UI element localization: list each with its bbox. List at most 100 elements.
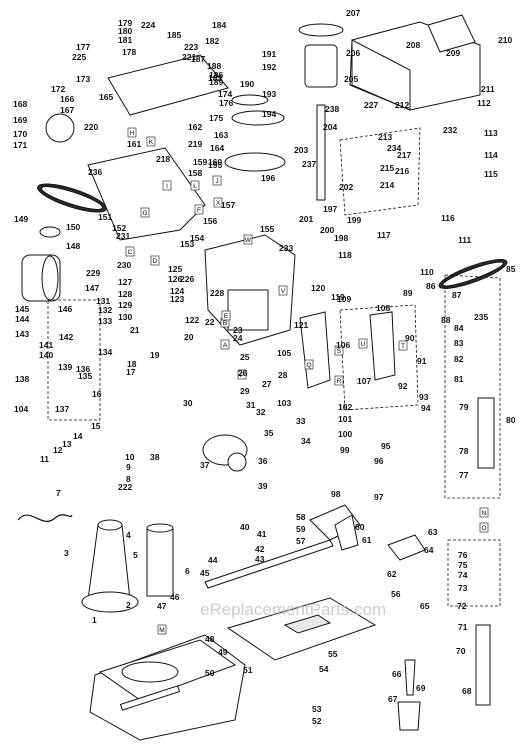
part-number-label: 105 [277,348,291,358]
part-number-label: 146 [58,304,72,314]
part-number-label: 158 [188,168,202,178]
letter-tag-box [212,175,222,186]
part-number-label: 68 [462,686,472,696]
part-number-label: 122 [185,315,199,325]
part-number-label: 1 [92,615,97,625]
part-number-label: 113 [484,128,498,138]
part-number-label: 106 [336,340,350,350]
part-number-label: 236 [88,167,102,177]
part-number-label: 27 [262,379,272,389]
part-number-label: 4 [126,530,131,540]
part-number-label: 232 [443,125,457,135]
part-number-label: 32 [256,407,266,417]
letter-tag: D [150,255,160,266]
letter-tag-text: V [281,288,286,295]
group-outline-part [339,127,421,216]
part-number-label: 103 [277,398,291,408]
part-number-label: 179 [118,18,132,28]
part-number-label: 39 [258,481,268,491]
part-number-label: 208 [406,40,420,50]
letter-tag-box [237,369,247,380]
part-number-label: 116 [441,213,455,223]
part-number-label: 30 [183,398,193,408]
part-number-label: 70 [456,646,466,656]
letter-tag-text: N [482,510,487,517]
part-number-label: 80 [506,415,516,425]
part-number-label: 143 [15,329,29,339]
part-number-label: 93 [419,392,429,402]
letter-tag-text: M [159,627,164,634]
part-number-label: 54 [319,664,329,674]
part-number-label: 5 [133,550,138,560]
part-number-label: 24 [233,333,243,343]
part-number-label: 144 [15,314,29,324]
letter-tag: N [479,507,489,518]
part-number-label: 180 [118,26,132,36]
part-number-label: 50 [205,668,215,678]
part-number-label: 7 [56,488,61,498]
spindle-spring-part [304,44,338,88]
part-number-label: 176 [219,98,233,108]
column-tube-part [146,527,174,597]
collar-ring-part [227,452,247,472]
part-number-label: 66 [392,669,402,679]
work-table-center-part [283,614,332,634]
letter-tag: I [162,180,172,191]
part-number-label: 97 [374,492,384,502]
part-number-label: 47 [157,601,167,611]
part-number-label: 129 [118,300,132,310]
part-number-label: 104 [14,404,28,414]
part-number-label: 75 [458,560,468,570]
part-number-label: 151 [98,212,112,222]
part-number-label: 137 [55,404,69,414]
group-outline-part [447,539,501,607]
part-number-label: 196 [261,173,275,183]
part-number-label: 81 [454,374,464,384]
part-number-label: 185 [167,30,181,40]
column-tube-top-part [146,523,174,533]
part-number-label: 109 [337,294,351,304]
part-number-label: 14 [73,431,83,441]
part-number-label: 108 [376,303,390,313]
part-number-label: 138 [15,374,29,384]
part-number-label: 40 [240,522,250,532]
part-number-label: 2 [126,600,131,610]
letter-tag-box [150,255,160,266]
part-number-label: 145 [15,304,29,314]
part-number-label: 65 [420,601,430,611]
part-number-label: 120 [311,283,325,293]
letter-tag: G [140,207,150,218]
part-number-label: 95 [381,441,391,451]
vent-grill-part [427,14,476,53]
letter-tag-box [157,624,167,635]
letter-tag: C [125,246,135,257]
part-number-label: 38 [150,452,160,462]
part-number-label: 169 [13,115,27,125]
part-number-label: 51 [243,665,253,675]
letter-tag-text: Q [306,362,311,369]
part-number-label: 26 [238,368,248,378]
letter-tag: R [334,375,344,386]
part-number-label: 126 [168,274,182,284]
part-number-label: 34 [301,436,311,446]
letter-tag: Q [304,359,314,370]
part-number-label: 28 [278,370,288,380]
part-number-label: 53 [312,704,322,714]
part-number-label: 6 [185,566,190,576]
part-number-label: 114 [484,150,498,160]
column-support-part [87,524,131,601]
part-number-label: 42 [255,544,265,554]
part-number-label: 139 [58,362,72,372]
part-number-label: 195 [208,160,222,170]
part-number-label: 96 [374,456,384,466]
letter-tag: M [157,624,167,635]
part-number-label: 29 [240,386,250,396]
part-number-label: 150 [66,222,80,232]
part-number-label: 182 [205,36,219,46]
depth-stop-part [334,514,359,551]
part-number-label: 131 [96,296,110,306]
part-number-label: 20 [184,332,194,342]
part-number-label: 102 [338,402,352,412]
letter-tag-text: W [245,237,252,244]
part-number-label: 118 [338,250,352,260]
